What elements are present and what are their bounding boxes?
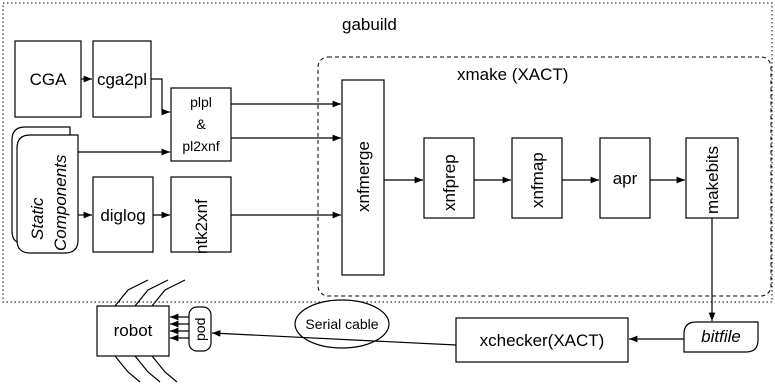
diglog-label: diglog (100, 206, 145, 225)
pod-label: pod (192, 318, 208, 341)
pod-node (188, 306, 212, 352)
cga-label: CGA (30, 70, 68, 89)
arrow-xchecker-pod (211, 330, 457, 346)
makebits-label: makebits (703, 146, 722, 214)
xnfmap-label: xnfmap (528, 152, 547, 208)
xnfprep-node (423, 137, 475, 219)
xchecker-label: xchecker(XACT) (480, 331, 605, 350)
plpl-label: plpl (190, 94, 212, 110)
static-components-node (16, 134, 79, 254)
makebits-node (685, 137, 739, 219)
pl2xnf-label: pl2xnf (182, 138, 219, 154)
pod-robot-connectors (170, 313, 189, 342)
serial-cable-label: Serial cable (305, 316, 378, 332)
cga2pl-label: cga2pl (97, 70, 147, 89)
cga2pl-node (92, 40, 152, 118)
bitfile-label: bitfile (701, 327, 741, 346)
robot-label: robot (114, 321, 153, 340)
xnfmerge-node (341, 79, 385, 276)
ntk2xnf-node (170, 176, 232, 253)
robot-legs (114, 279, 186, 383)
xnfmap-node (511, 137, 563, 219)
static-label: Static (28, 197, 47, 240)
xnfprep-label: xnfprep (440, 154, 459, 211)
ntk2xnf-label: ntk2xnf (192, 199, 211, 254)
gabuild-region (2, 2, 773, 303)
cga-node (14, 40, 82, 118)
apr-node (599, 137, 651, 219)
components-label: Components (51, 154, 70, 251)
xmake-region (317, 56, 772, 297)
serial-cable-ellipse (294, 299, 390, 349)
bitfile-node (683, 321, 759, 353)
ampersand-label: & (196, 116, 206, 132)
gabuild-label: gabuild (342, 15, 397, 34)
robot-node (96, 305, 170, 357)
plpl-pl2xnf-node (170, 87, 232, 162)
xchecker-node (455, 317, 629, 363)
xmake-label: xmake (XACT) (457, 65, 568, 84)
xnfmerge-label: xnfmerge (354, 141, 373, 212)
flow-arrows (78, 75, 716, 346)
arrow-cga2pl-plpl (151, 78, 170, 116)
apr-label: apr (613, 169, 638, 188)
